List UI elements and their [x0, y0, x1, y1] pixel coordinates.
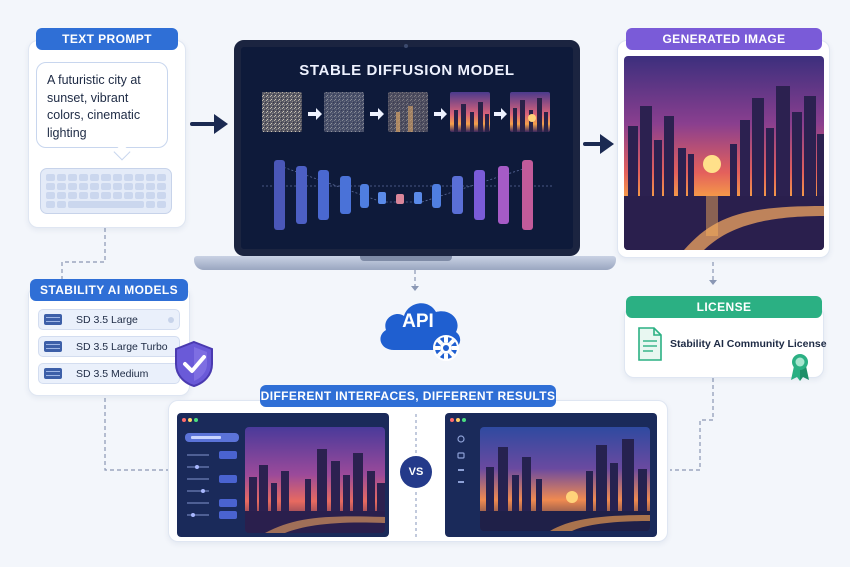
step-noise-2 — [324, 92, 364, 132]
model-item-sd35-large[interactable]: SD 3.5 Large — [38, 309, 180, 330]
laptop-camera — [404, 44, 408, 48]
server-icon — [44, 341, 62, 352]
models-header: STABILITY AI MODELS — [30, 279, 188, 301]
interface-window-right[interactable] — [445, 413, 657, 537]
vs-badge: VS — [400, 456, 432, 488]
status-dot — [168, 316, 174, 323]
model-item-sd35-medium[interactable]: SD 3.5 Medium — [38, 363, 180, 384]
generated-city-image[interactable] — [624, 56, 824, 250]
api-label: API — [402, 311, 434, 332]
prompt-text[interactable]: A futuristic city at sunset, vibrant col… — [36, 62, 168, 148]
license-header: LICENSE — [626, 296, 822, 318]
keyboard-icon — [40, 168, 172, 214]
model-item-sd35-large-turbo[interactable]: SD 3.5 Large Turbo — [38, 336, 180, 357]
document-icon — [638, 327, 662, 361]
sidebar-nav — [457, 435, 465, 483]
model-item-label: SD 3.5 Large — [76, 313, 138, 326]
license-name: Stability AI Community License — [670, 338, 827, 350]
step-noise-1 — [262, 92, 302, 132]
shield-check-icon — [175, 340, 213, 388]
server-icon — [44, 314, 62, 325]
model-title: STABLE DIFFUSION MODEL — [299, 62, 515, 79]
interface-window-left[interactable] — [177, 413, 389, 537]
vs-divider — [415, 414, 417, 538]
diffusion-steps — [262, 92, 550, 132]
laptop-notch — [360, 256, 452, 261]
server-icon — [44, 368, 62, 379]
settings-panel — [185, 433, 239, 519]
award-ribbon-icon — [791, 354, 809, 381]
interfaces-header: DIFFERENT INTERFACES, DIFFERENT RESULTS — [260, 385, 556, 407]
text-prompt-header: TEXT PROMPT — [36, 28, 178, 50]
model-item-label: SD 3.5 Large Turbo — [76, 340, 168, 353]
laptop-base — [194, 256, 616, 270]
model-item-label: SD 3.5 Medium — [76, 367, 149, 380]
unet-diagram — [262, 160, 552, 230]
interface-result-right — [480, 427, 650, 531]
interface-result-left — [245, 427, 385, 533]
generated-image-header: GENERATED IMAGE — [626, 28, 822, 50]
api-cloud-icon — [380, 303, 461, 361]
